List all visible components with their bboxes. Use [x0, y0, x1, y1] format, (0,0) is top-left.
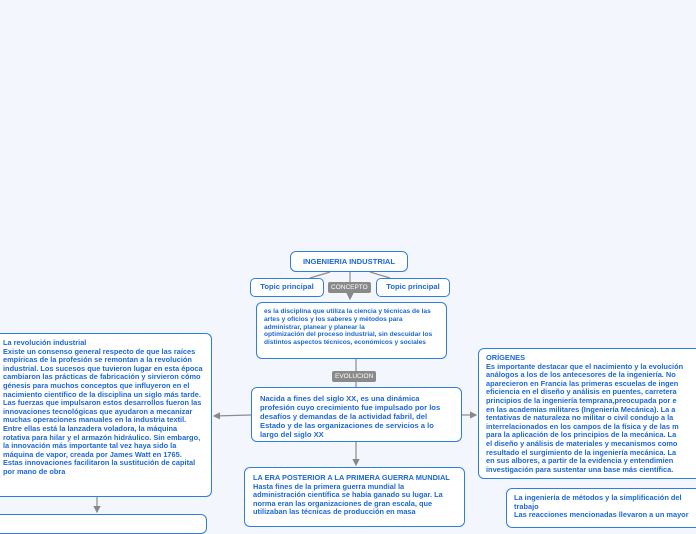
evolution-text: Nacida a fines del siglo XX, es una diná… [260, 394, 443, 439]
era-node[interactable]: LA ERA POSTERIOR A LA PRIMERA GUERRA MUN… [244, 467, 465, 527]
root-title: INGENIERIA INDUSTRIAL [302, 257, 396, 266]
concept-text: es la disciplina que utiliza la ciencia … [264, 308, 433, 347]
origins-title: ORÍGENES [486, 353, 526, 362]
revolution-text: Existe un consenso general respecto de q… [3, 346, 203, 476]
methods-title: La ingeniería de métodos y la simplifica… [514, 493, 684, 511]
next-left-node[interactable] [0, 514, 207, 534]
methods-node[interactable]: La ingeniería de métodos y la simplifica… [506, 488, 696, 528]
methods-text: Las reacciones mencionadas llevaron a un… [514, 510, 689, 520]
root-node[interactable]: INGENIERIA INDUSTRIAL [290, 251, 408, 272]
origins-text: Es importante destacar que el nacimiento… [486, 361, 684, 474]
evolucion-label: EVOLUCION [332, 371, 377, 382]
evolution-node[interactable]: Nacida a fines del siglo XX, es una diná… [251, 387, 462, 442]
topic-label: Topic principal [386, 282, 440, 291]
concepto-label: CONCEPTO [328, 282, 371, 293]
concept-node[interactable]: es la disciplina que utiliza la ciencia … [256, 302, 447, 359]
revolution-title: La revolución industrial [3, 338, 87, 347]
connectors [93, 271, 478, 514]
topic-principal-2[interactable]: Topic principal [376, 278, 450, 297]
era-title: LA ERA POSTERIOR A LA PRIMERA GUERRA MUN… [253, 473, 450, 482]
era-text: Hasta fines de la primera guerra mundial… [253, 481, 445, 517]
topic-principal-1[interactable]: Topic principal [250, 278, 324, 297]
topic-label: Topic principal [260, 282, 314, 291]
